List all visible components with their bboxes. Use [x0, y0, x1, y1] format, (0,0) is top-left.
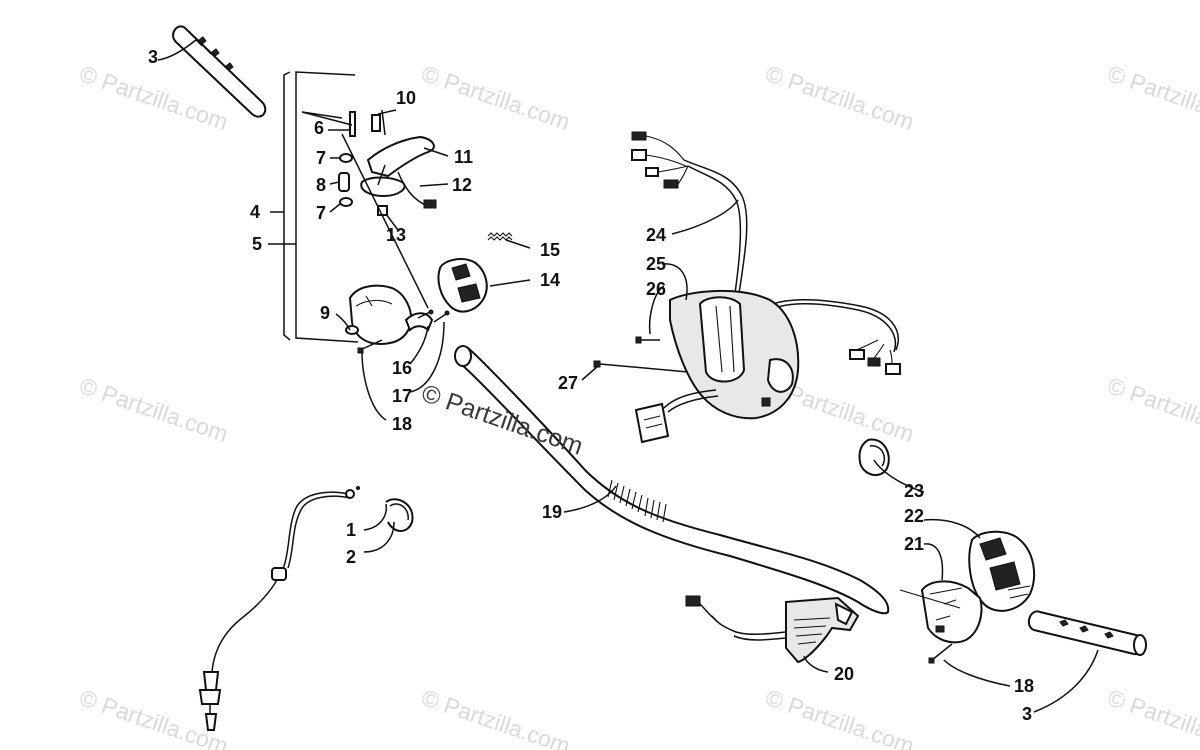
callout-12-throttle-switch-harness[interactable]: 12	[452, 175, 472, 195]
watermark-text: © Partzilla.com	[418, 60, 573, 135]
handlebar-pad	[634, 289, 800, 444]
callout-5-throttle-lever-assembly[interactable]: 5	[252, 234, 262, 254]
callout-layer: 3456787910111213141516171819202122232425…	[148, 47, 1034, 724]
callout-3-left-handlebar-grip[interactable]: 3	[148, 47, 158, 67]
leader-lines	[157, 39, 1099, 713]
watermark-text: © Partzilla.com	[1104, 684, 1200, 750]
throttle-switch-clip	[371, 109, 386, 136]
callout-22-right-switch-assembly[interactable]: 22	[904, 506, 924, 526]
right-switch-assembly	[968, 530, 1036, 612]
callout-18-housing-screw-left[interactable]: 18	[392, 414, 412, 434]
throttle-lever	[360, 135, 435, 198]
callout-26-screw-c[interactable]: 26	[646, 279, 666, 299]
callout-25-handlebar-pad[interactable]: 25	[646, 254, 666, 274]
left-switch-housing	[437, 258, 488, 313]
hose-clamp-left	[385, 498, 414, 532]
callout-21-right-switch-housing[interactable]: 21	[904, 534, 924, 554]
throttle-switch-harness	[397, 171, 437, 209]
wiring-harness	[631, 131, 901, 375]
callout-18-housing-screw-right[interactable]: 18	[1014, 676, 1034, 696]
spring	[487, 232, 513, 241]
bushing	[338, 172, 350, 192]
hose-clamp-right	[858, 438, 890, 477]
housing-screw-right	[928, 643, 953, 664]
watermark-text: © Partzilla.com	[418, 684, 573, 750]
callout-23-hose-clamp-right[interactable]: 23	[904, 481, 924, 501]
washer-lower	[339, 197, 353, 207]
screw-d	[593, 360, 689, 373]
callout-1-brake-cable[interactable]: 1	[346, 520, 356, 540]
callout-20-hand-warmer-element[interactable]: 20	[834, 664, 854, 684]
watermark-text: © Partzilla.com	[1104, 60, 1200, 135]
screw-b	[433, 310, 450, 323]
callout-2-hose-clamp-left[interactable]: 2	[346, 547, 356, 567]
callout-11-throttle-switch-clip[interactable]: 11	[454, 147, 473, 167]
callout-7-washer-lower[interactable]: 7	[316, 203, 326, 223]
watermark-text: © Partzilla.com	[1104, 372, 1200, 447]
watermark-text: © Partzilla.com	[762, 684, 917, 750]
callout-17-screw-b[interactable]: 17	[392, 386, 412, 406]
right-handlebar-grip	[1027, 610, 1147, 656]
brake-cable	[198, 486, 360, 731]
left-handlebar-grip	[172, 25, 267, 118]
callout-3-right-handlebar-grip[interactable]: 3	[1022, 704, 1032, 724]
washer-upper	[339, 153, 353, 163]
watermark-layer: © Partzilla.com © Partzilla.com © Partzill…	[76, 60, 1200, 750]
callout-13-retainer[interactable]: 13	[386, 225, 406, 245]
callout-19-handlebar[interactable]: 19	[542, 502, 562, 522]
right-switch-housing	[920, 580, 983, 644]
callout-27-screw-d[interactable]: 27	[558, 373, 578, 393]
callout-6-pivot-pin[interactable]: 6	[314, 118, 324, 138]
hand-warmer-element	[685, 595, 860, 664]
screw-a	[417, 309, 434, 319]
throttle-housing	[345, 284, 434, 346]
watermark-text: © Partzilla.com	[76, 372, 231, 447]
callout-24-wiring-harness[interactable]: 24	[646, 225, 666, 245]
callout-7-washer-upper[interactable]: 7	[316, 148, 326, 168]
callout-10-throttle-lever[interactable]: 10	[396, 88, 416, 108]
screw-c	[635, 336, 660, 344]
watermark-text: © Partzilla.com	[762, 60, 917, 135]
callout-16-screw-a[interactable]: 16	[392, 358, 412, 378]
housing-screw-left	[357, 339, 383, 354]
callout-15-spring[interactable]: 15	[540, 240, 560, 260]
callout-14-left-switch-housing[interactable]: 14	[540, 270, 560, 290]
handlebar	[454, 345, 890, 615]
callout-8-bushing[interactable]: 8	[316, 175, 326, 195]
callout-9-throttle-housing[interactable]: 9	[320, 303, 330, 323]
callout-4-throttle-cable-assembly[interactable]: 4	[250, 202, 260, 222]
